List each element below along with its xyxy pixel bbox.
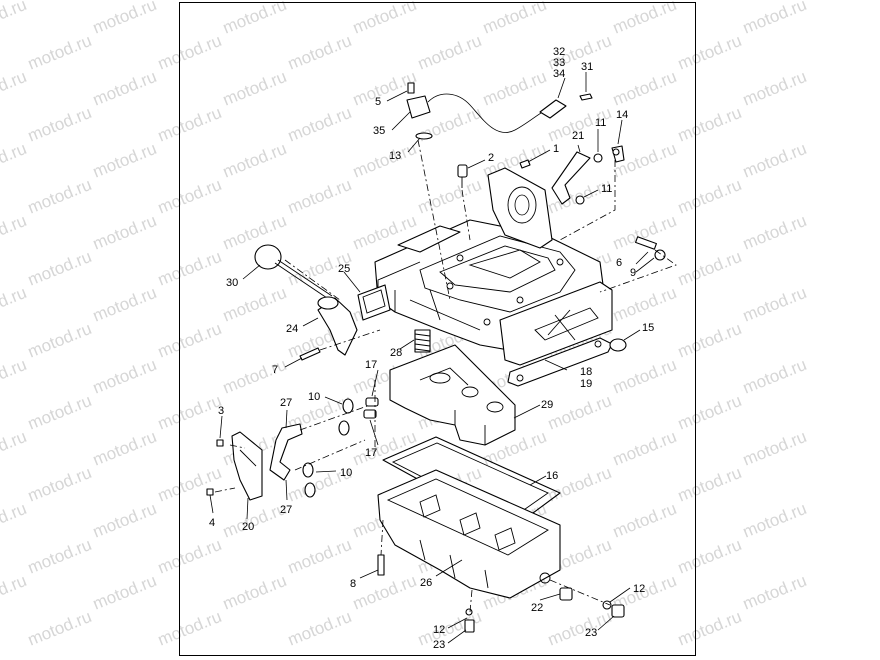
callout-5: 5 — [375, 96, 381, 108]
dipstick — [254, 244, 333, 301]
callout-32: 32 — [553, 46, 565, 58]
hose-clamps-10 — [302, 398, 354, 498]
screws-3-4 — [206, 439, 224, 496]
callout-31: 31 — [581, 61, 593, 73]
callout-1: 1 — [553, 143, 559, 155]
callout-2: 2 — [488, 152, 494, 164]
baffle-assembly — [389, 344, 516, 446]
callout-11b: 11 — [601, 183, 612, 195]
callout-27a: 27 — [280, 397, 292, 409]
assembly-centerlines — [214, 139, 677, 613]
rubber-bushing — [609, 338, 627, 352]
fittings-17 — [363, 397, 379, 419]
oil-tank-body — [374, 167, 613, 387]
callout-20: 20 — [242, 521, 254, 533]
callout-14: 14 — [616, 109, 628, 121]
stud-bolt — [457, 164, 468, 188]
callout-27b: 27 — [280, 504, 292, 516]
callout-10b: 10 — [340, 467, 352, 479]
callout-4: 4 — [209, 517, 215, 529]
oil-level-sender — [406, 82, 593, 140]
bolt-washer — [635, 236, 666, 261]
callout-11a: 11 — [595, 117, 606, 129]
diagram-frame — [179, 2, 696, 656]
callout-17b: 17 — [365, 447, 377, 459]
callout-34: 34 — [553, 68, 565, 80]
callout-25: 25 — [338, 263, 350, 275]
callout-28: 28 — [390, 347, 402, 359]
gasket-plate — [357, 284, 391, 321]
callout-23a: 23 — [585, 627, 597, 639]
callout-3: 3 — [218, 405, 224, 417]
callout-24: 24 — [286, 323, 298, 335]
callout-33: 33 — [553, 57, 565, 69]
callout-17a: 17 — [365, 359, 377, 371]
callout-10a: 10 — [308, 391, 320, 403]
hose-clamps-upper — [575, 153, 603, 205]
callout-16: 16 — [546, 470, 558, 482]
callout-15: 15 — [642, 322, 654, 334]
leader-lines — [209, 72, 655, 644]
callout-7: 7 — [272, 364, 278, 376]
oil-hoses-27 — [269, 423, 303, 481]
callout-6: 6 — [616, 257, 622, 269]
callout-labels: 1 2 3 4 5 6 7 8 9 10 10 11 11 12 12 13 1… — [209, 46, 654, 651]
callout-12b: 12 — [433, 624, 445, 636]
callout-26: 26 — [420, 577, 432, 589]
filler-neck — [317, 296, 358, 356]
callout-29: 29 — [541, 399, 553, 411]
small-screw — [519, 159, 531, 169]
callout-18: 18 — [580, 366, 592, 378]
callout-12a: 12 — [633, 583, 645, 595]
callout-30: 30 — [226, 277, 238, 289]
callout-19: 19 — [580, 378, 592, 390]
callout-8: 8 — [350, 578, 356, 590]
heat-shield — [231, 431, 263, 501]
pan-stud — [377, 554, 385, 576]
callout-9: 9 — [630, 267, 636, 279]
elbow-fitting — [611, 145, 625, 163]
callout-22: 22 — [531, 602, 543, 614]
spring — [414, 329, 431, 353]
callout-35: 35 — [373, 125, 385, 137]
callout-13: 13 — [389, 150, 401, 162]
callout-23b: 23 — [433, 639, 445, 651]
callout-21: 21 — [572, 130, 584, 142]
oil-pan — [377, 469, 561, 599]
screw-7 — [299, 347, 321, 361]
drain-plugs — [464, 587, 625, 633]
breather-hose — [551, 151, 591, 205]
